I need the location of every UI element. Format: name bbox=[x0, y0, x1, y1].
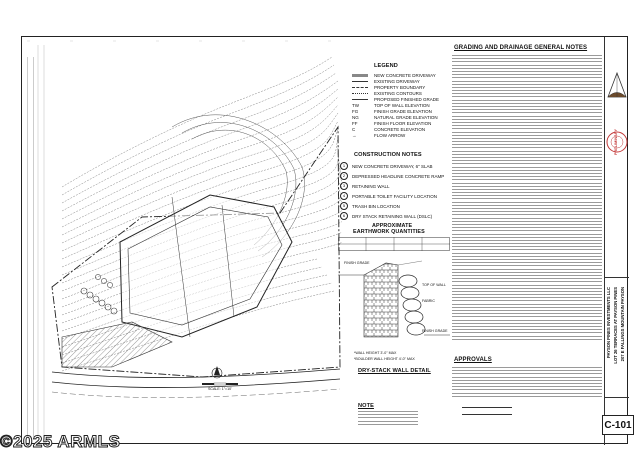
note-title: NOTE bbox=[358, 403, 374, 409]
note-text: PORTABLE TOILET FACILITY LOCATION bbox=[352, 193, 437, 199]
flow-arrow-icon: → bbox=[352, 132, 357, 138]
detail-label: TOP OF WALL bbox=[422, 283, 446, 287]
legend-label: FINISH FLOOR ELEVATION bbox=[374, 120, 432, 126]
sheet-number: C-101 bbox=[604, 419, 632, 431]
wall-footnote: *WALL HEIGHT 3'-0" MAX bbox=[354, 351, 397, 355]
scale-label: SCALE: 1"=10' bbox=[208, 387, 232, 391]
north-arrow-icon bbox=[211, 366, 223, 379]
project-line: LOT 26 TERRACES AT PAYSON PINES bbox=[613, 287, 618, 364]
wall-detail-title: DRY-STACK WALL DETAIL bbox=[358, 368, 431, 374]
engineer-stamp bbox=[606, 131, 628, 153]
legend-row: EXISTING DRIVEWAY bbox=[352, 78, 452, 84]
legend-row: EXISTING CONTOURS bbox=[352, 90, 452, 96]
construction-note-item: 1 NEW CONCRETE DRIVEWAY, 6" SLAB bbox=[340, 161, 450, 171]
note-body bbox=[358, 411, 418, 427]
note-number-circle: 1 bbox=[340, 162, 348, 170]
legend-label: FLOW ARROW bbox=[374, 132, 406, 138]
site-plan bbox=[27, 40, 342, 437]
legend-label: TOP OF WALL ELEVATION bbox=[374, 102, 430, 108]
note-number-circle: 4 bbox=[340, 192, 348, 200]
approvals-body bbox=[452, 367, 602, 399]
watermark: ©2025 ARMLS bbox=[0, 432, 121, 452]
construction-notes: 1 NEW CONCRETE DRIVEWAY, 6" SLAB 2 DEPRESS… bbox=[340, 161, 450, 221]
note-number-circle: 3 bbox=[340, 182, 348, 190]
earthwork-title-1: APPROXIMATE bbox=[372, 223, 413, 229]
property-boundary bbox=[51, 125, 341, 378]
signature-lines bbox=[462, 407, 592, 421]
title-block bbox=[604, 37, 629, 445]
note-text: RETAINING WALL bbox=[352, 183, 390, 189]
project-line: PAYSON PINES INVESTMENTS LLC bbox=[606, 287, 611, 358]
legend: NEW CONCRETE DRIVEWAY EXISTING DRIVEWAY … bbox=[352, 72, 452, 138]
legend-row: → FLOW ARROW bbox=[352, 132, 452, 138]
note-number-circle: 2 bbox=[340, 172, 348, 180]
construction-note-item: 3 RETAINING WALL bbox=[340, 181, 450, 191]
legend-label: CONCRETE ELEVATION bbox=[374, 126, 426, 132]
note-text: DEPRESSED HEADLINE CONCRETE RAMP bbox=[352, 173, 445, 179]
note-text: TRASH BIN LOCATION bbox=[352, 203, 400, 209]
legend-label: FINISH GRADE ELEVATION bbox=[374, 108, 432, 114]
construction-notes-title: CONSTRUCTION NOTES bbox=[354, 152, 422, 158]
construction-note-item: 2 DEPRESSED HEADLINE CONCRETE RAMP bbox=[340, 171, 450, 181]
general-notes-title: GRADING AND DRAINAGE GENERAL NOTES bbox=[454, 45, 588, 51]
construction-note-item: 4 PORTABLE TOILET FACILITY LOCATION bbox=[340, 191, 450, 201]
driveway bbox=[61, 321, 173, 368]
note-number-circle: 5 bbox=[340, 202, 348, 210]
general-notes-body bbox=[452, 55, 602, 342]
legend-label: EXISTING DRIVEWAY bbox=[374, 78, 420, 84]
legend-label: PROPOSED FINISHED GRADE bbox=[374, 96, 440, 102]
legend-label: PROPERTY BOUNDARY bbox=[374, 84, 426, 90]
approvals-title: APPROVALS bbox=[454, 357, 492, 363]
legend-title: LEGEND bbox=[374, 63, 398, 69]
note-text: NEW CONCRETE DRIVEWAY, 6" SLAB bbox=[352, 163, 433, 169]
sheet-number-box: C-101 bbox=[602, 415, 634, 435]
stamp-text: PRELIMINARY bbox=[614, 129, 618, 156]
detail-label: FINISH GRADE bbox=[344, 261, 370, 265]
legend-row: NEW CONCRETE DRIVEWAY bbox=[352, 72, 452, 78]
scale-bar bbox=[202, 382, 238, 386]
note-number-circle: 6 bbox=[340, 212, 348, 220]
company-logo-icon bbox=[607, 71, 627, 98]
legend-label: NEW CONCRETE DRIVEWAY bbox=[374, 72, 436, 78]
boulder-wall bbox=[80, 274, 118, 315]
wall-footnote: *BOULDER WALL HEIGHT 4'-0" MAX bbox=[354, 357, 415, 361]
detail-label: FABRIC bbox=[422, 299, 435, 303]
detail-label: FINISH GRADE bbox=[422, 329, 448, 333]
left-note-strip bbox=[25, 57, 47, 437]
boulder-stack bbox=[398, 274, 426, 336]
legend-row: PROPERTY BOUNDARY bbox=[352, 84, 452, 90]
earthwork-table bbox=[338, 237, 450, 251]
legend-label: EXISTING CONTOURS bbox=[374, 90, 422, 96]
note-text: DRY STACK RETAINING WALL (DSLC) bbox=[352, 213, 433, 219]
construction-note-item: 5 TRASH BIN LOCATION bbox=[340, 201, 450, 211]
legend-row: PROPOSED FINISHED GRADE bbox=[352, 96, 452, 102]
project-line: 207 E FALLINGS MOUNTAIN PAYSON bbox=[620, 287, 625, 362]
dry-stack-wall-detail bbox=[338, 260, 450, 338]
earthwork-title-2: EARTHWORK QUANTITIES bbox=[353, 229, 425, 235]
construction-note-item: 6 DRY STACK RETAINING WALL (DSLC) bbox=[340, 211, 450, 221]
legend-label: NATURAL GRADE ELEVATION bbox=[374, 114, 438, 120]
drawing-sheet: SCALE: 1"=10' LEGEND NEW CONCRETE DRIVEW… bbox=[21, 36, 634, 445]
